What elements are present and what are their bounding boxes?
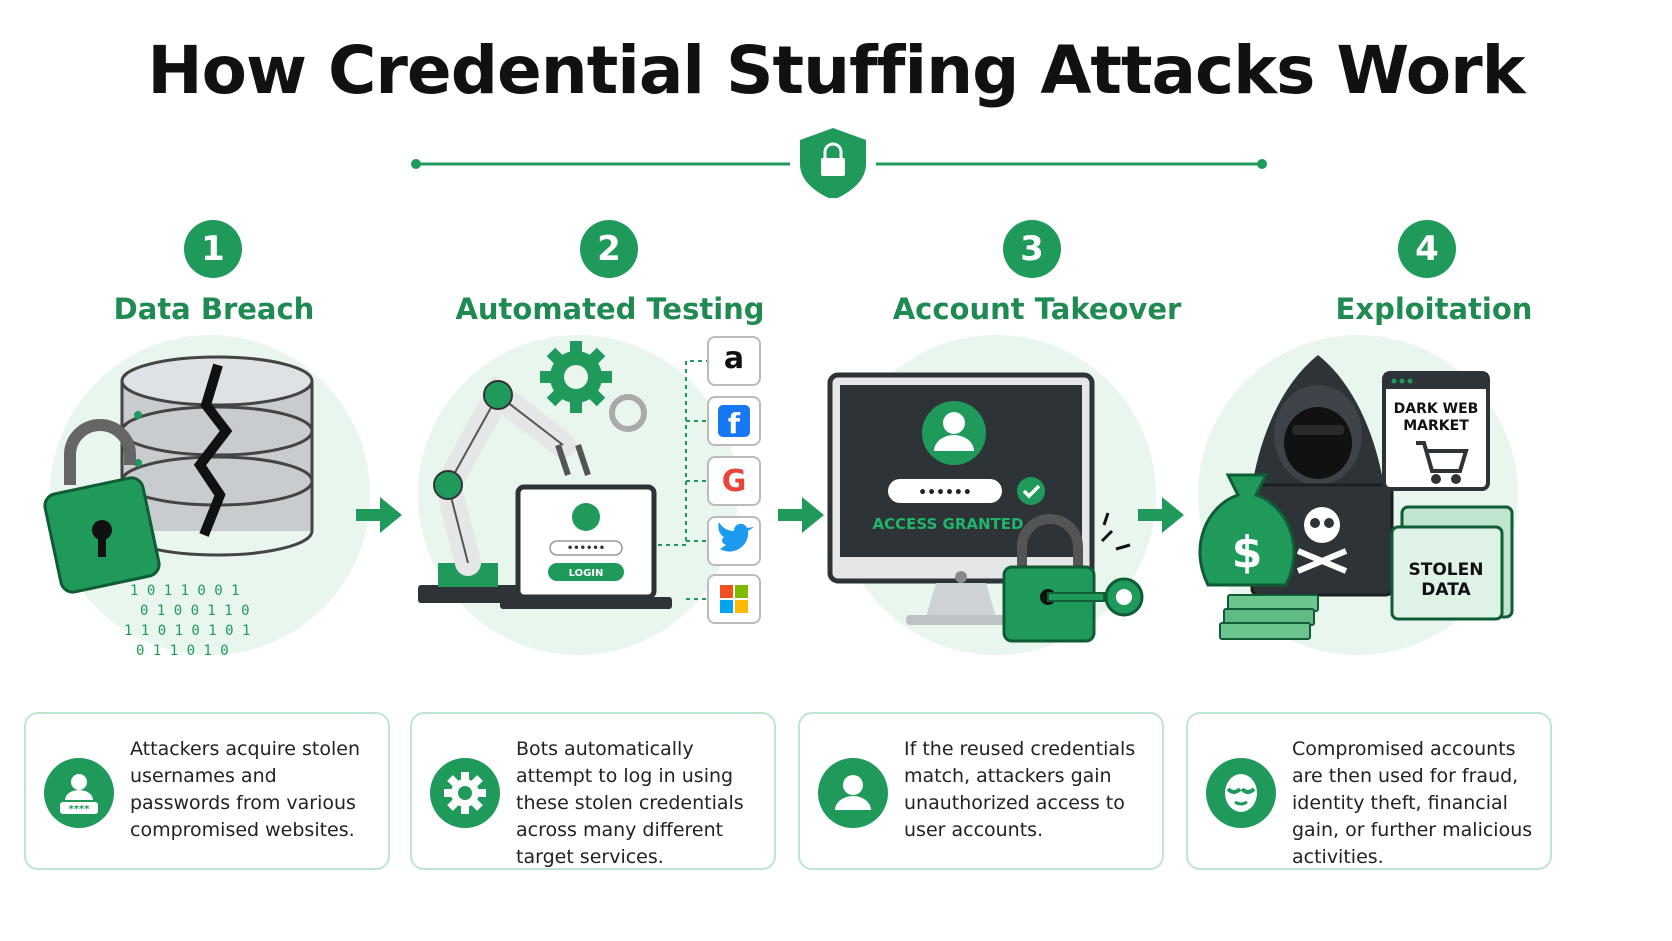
masked-face-icon	[1206, 758, 1276, 828]
automated-testing-illustration: •••••• LOGIN a f G	[418, 335, 761, 655]
user-password-icon: ****	[44, 758, 114, 828]
stolen-data-folder-icon	[1390, 505, 1514, 621]
svg-text:f: f	[728, 407, 741, 440]
step-3-title: Account Takeover	[892, 292, 1182, 326]
page-title: How Credential Stuffing Attacks Work	[147, 32, 1525, 109]
cash-stack-icon	[1219, 594, 1319, 640]
step-2-number: 2	[580, 220, 638, 278]
step-3-card: If the reused credentials match, attacke…	[798, 712, 1164, 870]
service-tile-twitter-icon	[707, 516, 761, 566]
svg-text:1 1 0 1 0 1 0 1: 1 1 0 1 0 1 0 1	[124, 623, 250, 639]
step-4-number: 4	[1398, 220, 1456, 278]
service-tile-facebook: f	[707, 396, 761, 446]
step-1-description: Attackers acquire stolen usernames and p…	[130, 738, 360, 841]
password-dots-text: ••••••	[918, 485, 972, 501]
gear-icon	[430, 758, 500, 828]
login-button-label: LOGIN	[569, 568, 604, 579]
user-icon	[818, 758, 888, 828]
step-3-number: 3	[1003, 220, 1061, 278]
flow-arrow-3-icon	[1138, 497, 1184, 533]
step-2-description: Bots automatically attempt to log in usi…	[516, 738, 744, 868]
password-mask-text: ••••••	[567, 543, 605, 554]
stolen-data-label-line2: DATA	[1421, 580, 1471, 600]
gear-icon	[540, 341, 647, 432]
svg-text:****: ****	[69, 804, 91, 815]
step-4-card: Compromised accounts are then used for f…	[1186, 712, 1552, 870]
padlock-key-icon	[1002, 512, 1144, 643]
service-tile-amazon: a	[707, 336, 761, 386]
step-2-title: Automated Testing	[455, 292, 765, 326]
money-bag-icon: $	[1198, 473, 1296, 587]
dark-web-label-line1: DARK WEB	[1394, 401, 1479, 417]
binary-data-stream: 1 0 1 1 0 0 1 0 1 0 0 1 1 0 1 1 0 1 0 1 …	[124, 583, 250, 659]
svg-text:G: G	[722, 464, 747, 499]
data-breach-illustration: 1 0 1 1 0 0 1 0 1 0 0 1 1 0 1 1 0 1 0 1 …	[43, 335, 370, 659]
step-1-card: **** Attackers acquire stolen usernames …	[24, 712, 390, 870]
laptop-login-icon	[500, 484, 672, 609]
svg-text:a: a	[724, 341, 744, 376]
exploitation-illustration: DARK WEB MARKET $ STOLEN DATA	[1198, 335, 1518, 655]
account-takeover-illustration: •••••• ACCESS GRANTED	[827, 335, 1156, 655]
dark-web-label-line2: MARKET	[1403, 418, 1469, 434]
step-1-title: Data Breach	[113, 292, 315, 326]
svg-text:0 1 0 0 1 1 0: 0 1 0 0 1 1 0	[140, 603, 250, 619]
title-divider	[411, 128, 1267, 198]
stolen-data-label-line1: STOLEN	[1409, 560, 1484, 580]
target-service-connectors	[658, 360, 708, 600]
svg-text:0 1 1 0 1 0: 0 1 1 0 1 0	[136, 643, 229, 659]
flow-arrow-1-icon	[356, 497, 402, 533]
access-granted-text: ACCESS GRANTED	[873, 515, 1024, 533]
svg-text:$: $	[1232, 527, 1263, 578]
shield-lock-icon	[800, 128, 866, 198]
service-tile-windows-icon	[707, 574, 761, 624]
step-3-description: If the reused credentials match, attacke…	[904, 738, 1136, 841]
step-2-card: Bots automatically attempt to log in usi…	[410, 712, 776, 870]
step-1-number: 1	[184, 220, 242, 278]
step-4-title: Exploitation	[1335, 292, 1533, 326]
service-tile-google: G	[707, 456, 761, 506]
open-padlock-icon	[43, 419, 161, 594]
shopping-cart-icon	[1416, 441, 1469, 484]
step-4-description: Compromised accounts are then used for f…	[1292, 738, 1533, 868]
svg-text:1 0 1 1 0 0 1: 1 0 1 1 0 0 1	[130, 583, 240, 599]
flow-arrow-2-icon	[778, 497, 824, 533]
robot-arm-icon	[418, 375, 591, 603]
